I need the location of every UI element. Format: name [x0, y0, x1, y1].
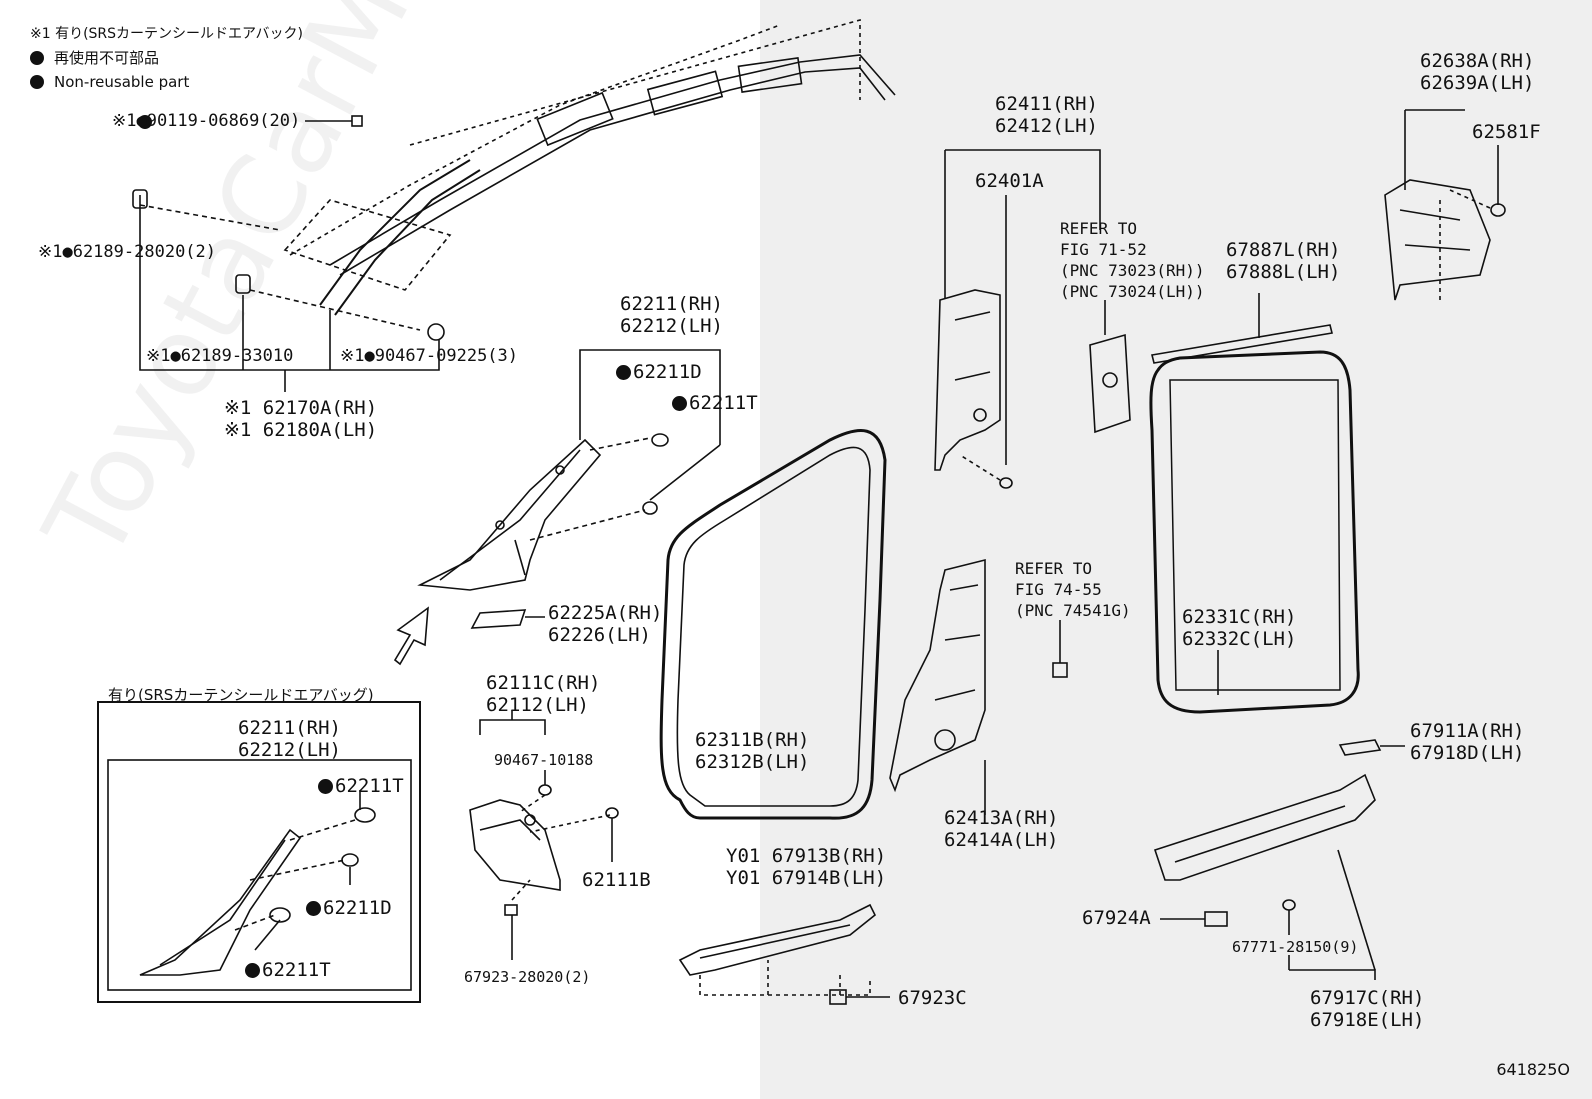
- part-number: 62211T: [335, 775, 404, 797]
- non-reusable-dot-icon: [318, 779, 333, 794]
- part-label[interactable]: ※1●90467-09225(3): [340, 346, 519, 366]
- part-label[interactable]: 62639A(LH): [1420, 72, 1535, 94]
- legend-en: Non-reusable part: [54, 73, 190, 91]
- part-label[interactable]: 67918D(LH): [1410, 742, 1525, 764]
- part-label[interactable]: ※1 62170A(RH): [224, 397, 378, 419]
- reference-label: REFER TO: [1060, 219, 1138, 238]
- part-label[interactable]: ※1●90119-06869(20): [112, 111, 301, 131]
- rear-door-weatherstrip: [1149, 350, 1360, 714]
- part-label-62211T[interactable]: 62211T: [245, 960, 331, 981]
- legend-jp: 再使用不可部品: [54, 49, 160, 67]
- legend-row-en: Non-reusable part: [30, 70, 303, 94]
- cowl-side-trim: [469, 799, 561, 891]
- part-number: 62211D: [323, 897, 392, 919]
- part-label[interactable]: 67924A: [1082, 907, 1151, 929]
- part-label[interactable]: 62211(RH): [620, 293, 723, 315]
- part-label-62211T[interactable]: 62211T: [318, 776, 404, 797]
- inset-title: 有り(SRSカーテンシールドエアバッグ): [108, 686, 374, 704]
- part-label[interactable]: 62211(RH): [238, 717, 341, 739]
- non-reusable-dot-icon: [672, 396, 687, 411]
- part-label[interactable]: 62413A(RH): [944, 807, 1059, 829]
- part-label[interactable]: ※1●62189-28020(2): [38, 242, 217, 262]
- part-label[interactable]: Y01 67913B(RH): [726, 845, 887, 867]
- part-number: 62211D: [633, 361, 702, 383]
- reference-label: REFER TO: [1015, 559, 1093, 578]
- part-label[interactable]: 67917C(RH): [1310, 987, 1425, 1009]
- assist-grip-cover: [1089, 333, 1131, 434]
- part-label[interactable]: 67888L(LH): [1226, 261, 1341, 283]
- center-pillar-upper: [934, 289, 1001, 471]
- rear-scuff-plate: [1153, 773, 1376, 881]
- roof-side-inner-garnish: [1384, 179, 1491, 301]
- part-label[interactable]: 62212(LH): [238, 739, 341, 761]
- reference-label: (PNC 73023(RH)): [1060, 261, 1205, 280]
- part-label[interactable]: 62331C(RH): [1182, 606, 1297, 628]
- part-label[interactable]: 62411(RH): [995, 93, 1098, 115]
- part-label[interactable]: 62638A(RH): [1420, 50, 1535, 72]
- part-number: 62211T: [262, 959, 331, 981]
- background-left: [0, 0, 760, 1099]
- part-label[interactable]: 62112(LH): [486, 694, 589, 716]
- center-pillar-lower: [889, 558, 986, 793]
- part-number: 62211T: [689, 392, 758, 414]
- reference-label: FIG 74-55: [1015, 580, 1102, 599]
- diagram-code: 641825O: [1496, 1060, 1570, 1079]
- part-label[interactable]: ※1 62180A(LH): [224, 419, 378, 441]
- part-label[interactable]: ※1●62189-33010: [146, 346, 294, 366]
- part-label[interactable]: 62312B(LH): [695, 751, 810, 773]
- part-label[interactable]: 90467-10188: [494, 751, 594, 769]
- non-reusable-dot-icon: [30, 51, 44, 65]
- legend-note: ※1 有り(SRSカーテンシールドエアバック): [30, 26, 303, 42]
- non-reusable-dot-icon: [616, 365, 631, 380]
- part-label[interactable]: 62412(LH): [995, 115, 1098, 137]
- non-reusable-dot-icon: [306, 901, 321, 916]
- part-label[interactable]: 62401A: [975, 170, 1044, 192]
- part-label[interactable]: 62332C(LH): [1182, 628, 1297, 650]
- part-label-62211D[interactable]: 62211D: [306, 898, 392, 919]
- front-door-weatherstrip: [659, 428, 887, 820]
- curtain-airbag-assembly: [283, 18, 896, 316]
- part-label-62211D[interactable]: 62211D: [616, 362, 702, 383]
- non-reusable-dot-icon: [30, 75, 44, 89]
- part-label[interactable]: 62225A(RH): [548, 602, 663, 624]
- part-label[interactable]: 62311B(RH): [695, 729, 810, 751]
- front-pillar-garnish: [417, 438, 602, 591]
- reference-label: (PNC 73024(LH)): [1060, 282, 1205, 301]
- part-label[interactable]: 67918E(LH): [1310, 1009, 1425, 1031]
- background-right: [760, 0, 1592, 1099]
- reference-label: (PNC 74541G): [1015, 601, 1131, 620]
- part-label[interactable]: 67923C: [898, 987, 967, 1009]
- legend-row-jp: 再使用不可部品: [30, 46, 303, 70]
- part-label[interactable]: 67887L(RH): [1226, 239, 1341, 261]
- part-label[interactable]: 67771-28150(9): [1232, 938, 1359, 956]
- part-label[interactable]: 62581F: [1472, 121, 1541, 143]
- part-label[interactable]: 62212(LH): [620, 315, 723, 337]
- legend: ※1 有り(SRSカーテンシールドエアバック) 再使用不可部品 Non-reus…: [30, 22, 303, 94]
- part-label[interactable]: 62414A(LH): [944, 829, 1059, 851]
- part-label-62211T[interactable]: 62211T: [672, 393, 758, 414]
- part-label[interactable]: 62226(LH): [548, 624, 651, 646]
- front-scuff-plate: [678, 903, 877, 976]
- part-label[interactable]: 62111B: [582, 869, 651, 891]
- part-label[interactable]: 67911A(RH): [1410, 720, 1525, 742]
- reference-label: FIG 71-52: [1060, 240, 1147, 259]
- part-label[interactable]: 62111C(RH): [486, 672, 601, 694]
- part-label[interactable]: 67923-28020(2): [464, 968, 591, 986]
- non-reusable-dot-icon: [245, 963, 260, 978]
- part-label[interactable]: Y01 67914B(LH): [726, 867, 887, 889]
